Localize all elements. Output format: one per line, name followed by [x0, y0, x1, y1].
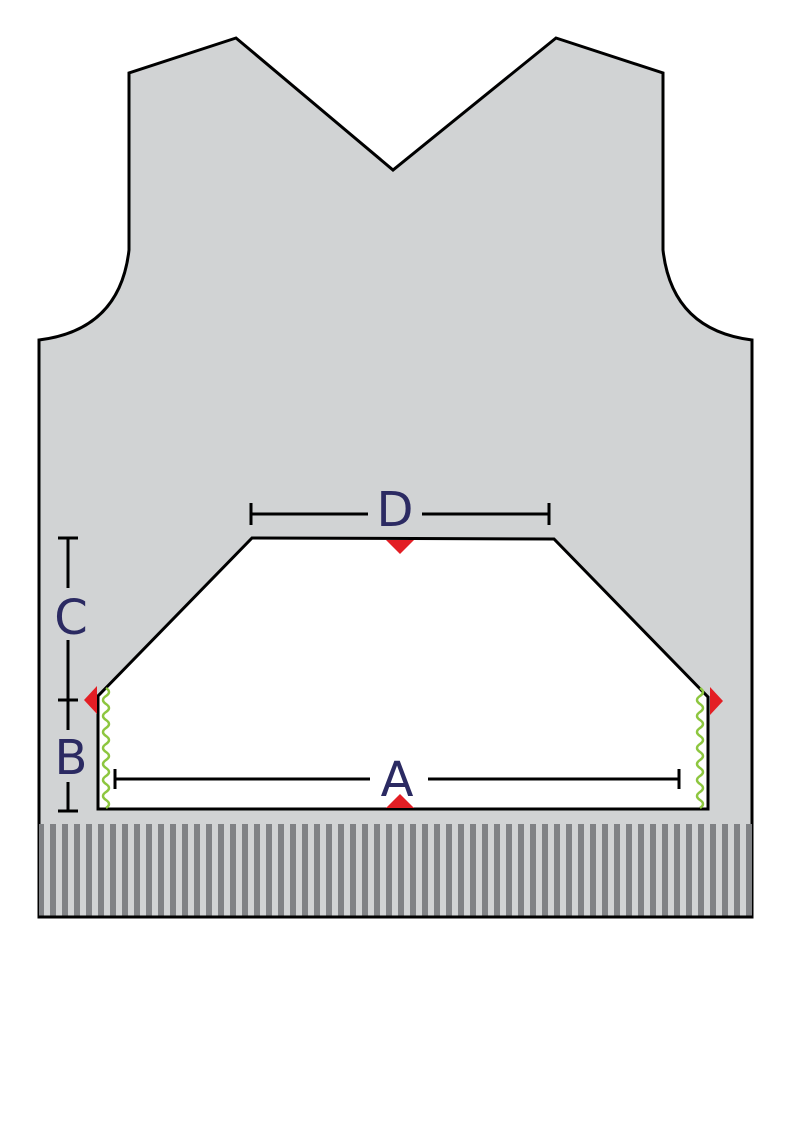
dimension-a	[113, 769, 681, 789]
dimension-d	[249, 503, 551, 525]
top-center-marker-icon	[386, 540, 414, 554]
label-a: A	[381, 752, 414, 808]
dimension-b	[58, 700, 78, 813]
dimension-c	[58, 536, 78, 702]
right-seam-zigzag	[695, 686, 705, 810]
ribbing-band	[39, 824, 752, 916]
left-seam-zigzag	[101, 686, 111, 810]
label-b: B	[55, 730, 88, 786]
bottom-center-marker-icon	[386, 794, 414, 808]
pocket	[96, 536, 710, 811]
right-seam-marker-icon	[710, 687, 723, 715]
label-d: D	[377, 482, 414, 538]
left-seam-marker-icon	[84, 686, 97, 714]
label-c: C	[54, 590, 88, 646]
